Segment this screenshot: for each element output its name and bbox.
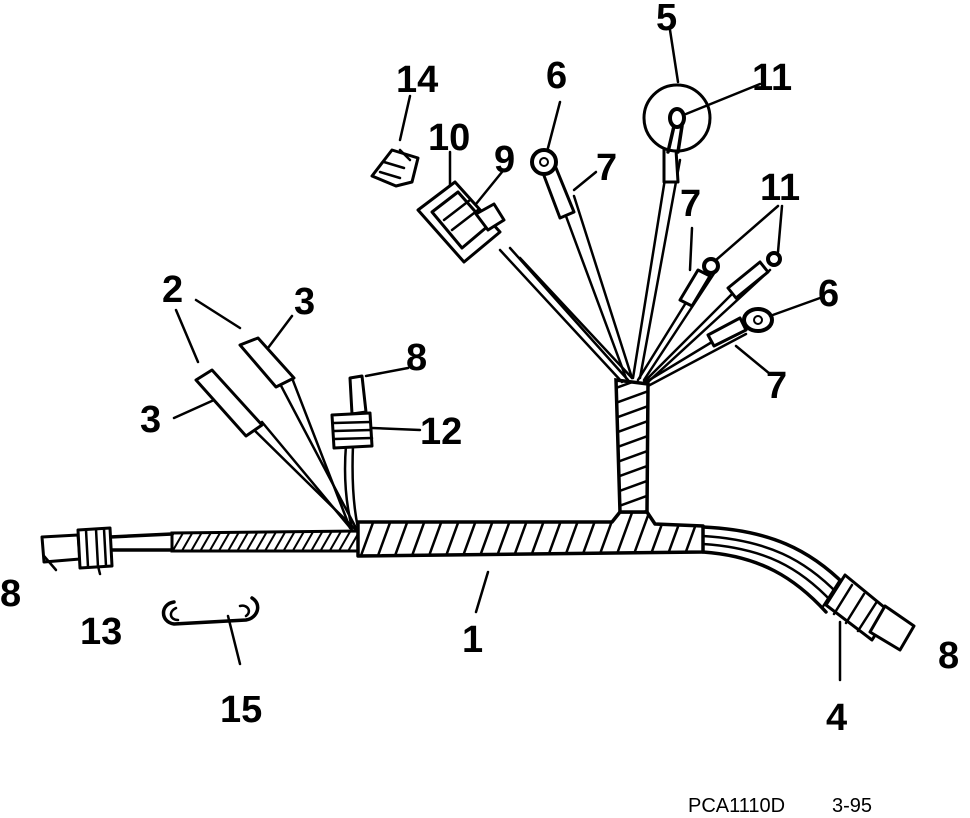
leader-lines [42, 28, 842, 682]
callout-9: 9 [494, 139, 515, 181]
ring-terminal-right [742, 307, 774, 333]
callout-15: 15 [220, 689, 262, 731]
callout-13: 13 [80, 611, 122, 653]
callout-4: 4 [826, 697, 847, 739]
callout-14: 14 [396, 59, 438, 101]
callout-7-upper-right: 7 [680, 183, 701, 225]
callout-2: 2 [162, 269, 183, 311]
ring-terminal-left [530, 148, 558, 176]
callout-10: 10 [428, 117, 470, 159]
callout-6-right: 6 [818, 273, 839, 315]
clip-part [370, 148, 420, 188]
callout-8-center: 8 [406, 337, 427, 379]
multi-pin-connector [416, 180, 506, 264]
callout-3-upper: 3 [294, 281, 315, 323]
left-branch-wires [194, 336, 374, 532]
upper-branch-wires [498, 146, 772, 388]
small-terminals [702, 251, 782, 275]
drawing-code: PCA1110D [688, 795, 785, 817]
callout-1: 1 [462, 619, 483, 661]
callout-8-left: 8 [0, 573, 21, 615]
callout-labels: 1 2 3 3 4 5 6 6 7 7 7 8 8 8 9 10 11 11 1… [0, 0, 959, 739]
callout-11-right: 11 [760, 167, 800, 209]
wire-hook [161, 596, 260, 626]
callout-3-lower: 3 [140, 399, 161, 441]
left-connector [40, 526, 114, 570]
callout-7-lower-right: 7 [766, 365, 787, 407]
callout-11-top: 11 [752, 57, 792, 99]
callout-6-left: 6 [546, 55, 567, 97]
callout-12: 12 [420, 411, 462, 453]
grommet [642, 83, 712, 154]
harness-main-trunk [108, 378, 705, 558]
drawing-date: 3-95 [832, 795, 872, 817]
callout-8-right: 8 [938, 635, 959, 677]
callout-5: 5 [656, 0, 677, 39]
right-connector [820, 573, 916, 652]
right-cable-bundle [701, 525, 847, 614]
callout-7-upper-left: 7 [596, 147, 617, 189]
